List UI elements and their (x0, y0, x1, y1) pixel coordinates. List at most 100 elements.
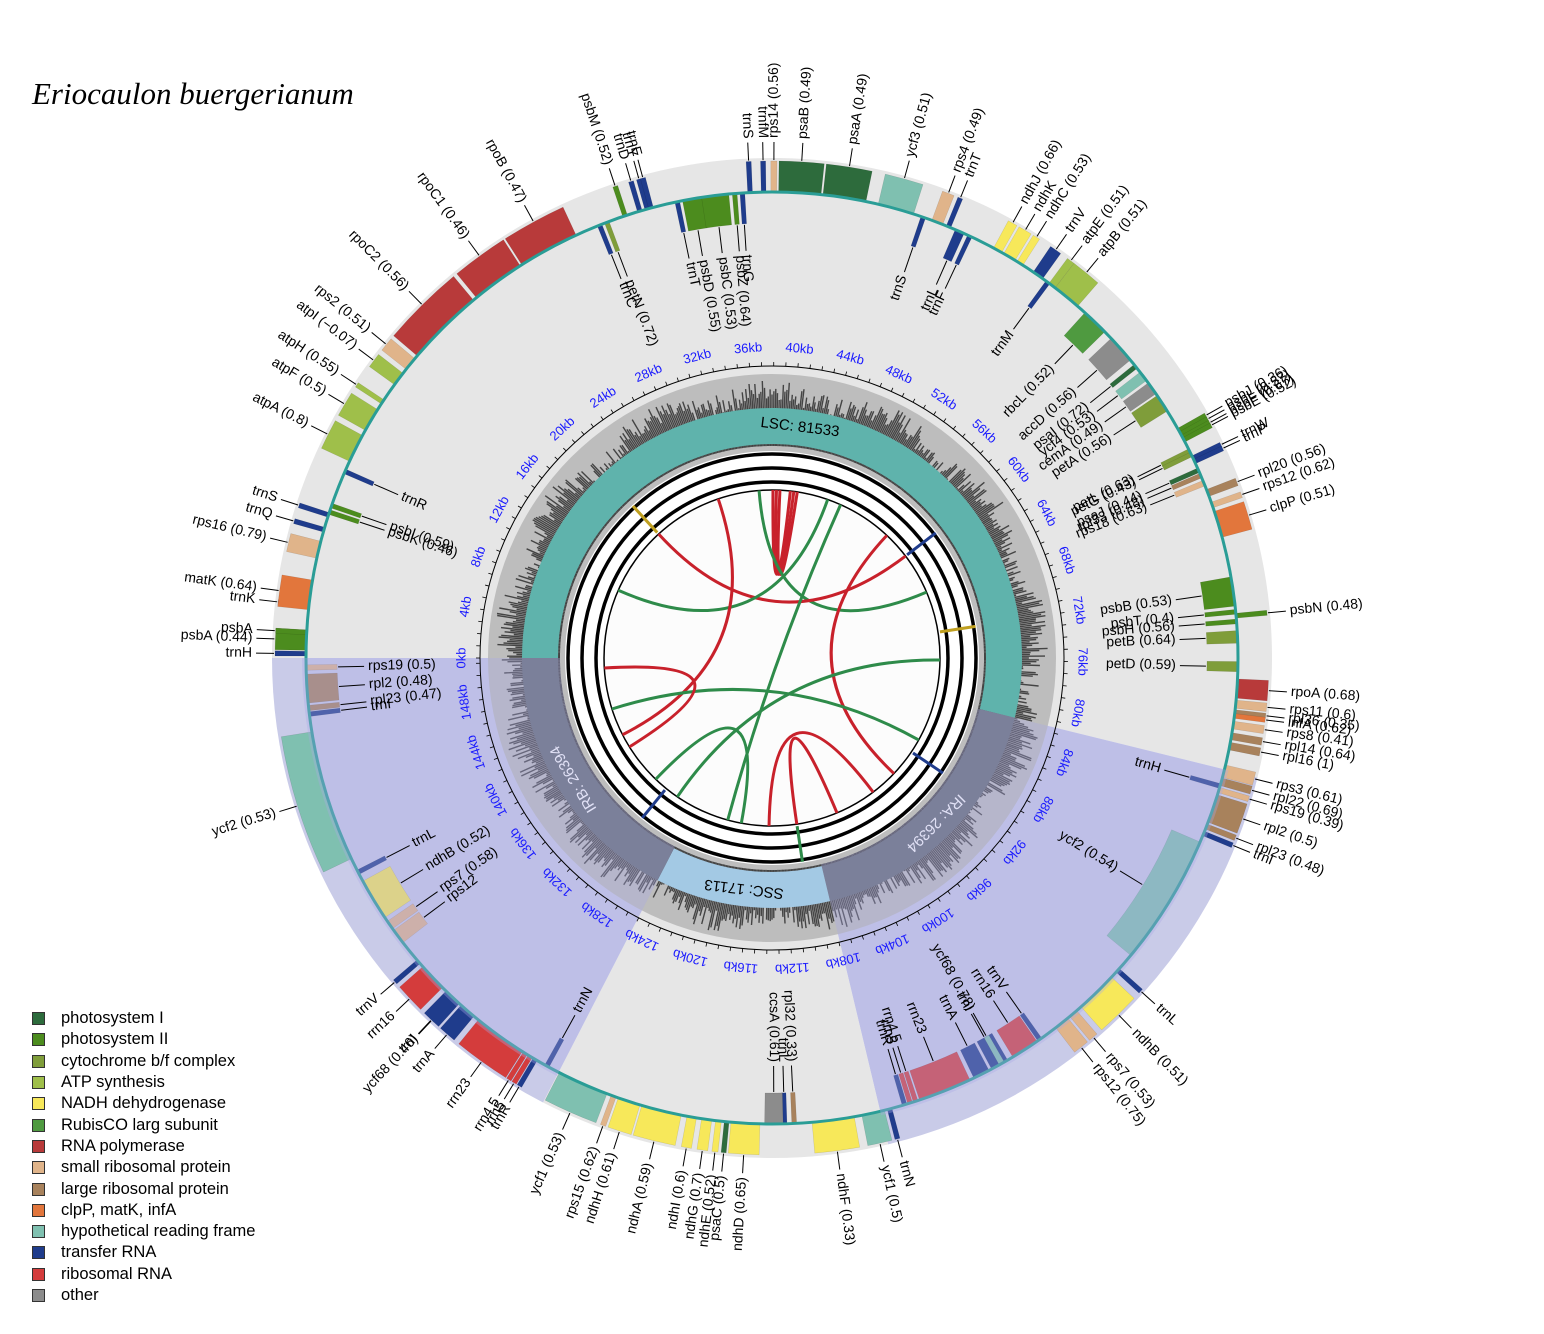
gene-block[interactable] (1205, 630, 1238, 645)
legend-item: NADH dehydrogenase (32, 1093, 255, 1114)
gene-block[interactable] (274, 650, 306, 657)
gene-leader (610, 254, 622, 280)
gene-leader (682, 1148, 687, 1167)
minor-tick (833, 368, 836, 373)
gene-leader (1242, 488, 1260, 495)
gene-block[interactable] (778, 160, 825, 194)
gene-label: trnI (1251, 845, 1276, 867)
minor-tick (975, 867, 979, 871)
gene-leader (1266, 715, 1285, 719)
minor-tick (665, 381, 668, 386)
region-ring: LSC: 81533IRA: 26394SSC: 17113IRB: 26394 (302, 408, 1229, 1116)
gene-leader (1081, 1047, 1094, 1063)
legend-swatch (32, 1118, 45, 1132)
legend-label: hypothetical reading frame (61, 1222, 256, 1241)
genome-backbone (304, 190, 1240, 1126)
gene-leader (801, 142, 804, 161)
gene-leader (328, 393, 345, 404)
legend-item: transfer RNA (32, 1242, 255, 1263)
minor-tick (486, 734, 491, 737)
minor-tick (1006, 830, 1011, 834)
gene-leader (1236, 837, 1254, 846)
gene-leader (633, 160, 640, 179)
gene-label: rpl32 (0.33) (781, 990, 800, 1062)
gene-leader (260, 587, 279, 592)
gene-label: rpoC1 (0.46) (414, 168, 473, 241)
gene-block[interactable] (1200, 576, 1235, 610)
repeat-mark (641, 789, 667, 819)
minor-tick (511, 516, 516, 519)
kb-tick-label: 36kb (733, 339, 762, 356)
gene-leader (1177, 614, 1204, 619)
gene-label: trnL (1153, 1000, 1182, 1028)
minor-tick (485, 584, 490, 587)
minor-tick (600, 416, 604, 420)
minor-tick (700, 370, 703, 375)
gene-leader (1089, 386, 1111, 404)
gene-block[interactable] (1236, 678, 1269, 702)
minor-tick (879, 382, 882, 387)
gene-label: psbA (0.44) (181, 626, 253, 645)
gene-leader (1055, 234, 1067, 250)
gene-label: psbN (0.48) (1289, 595, 1363, 618)
minor-tick (527, 822, 532, 826)
gene-leader (338, 684, 365, 688)
gene-block[interactable] (764, 1092, 784, 1124)
repeat-link (726, 504, 842, 821)
gene-block[interactable] (277, 574, 312, 610)
gene-block[interactable] (770, 160, 778, 192)
gene-block[interactable] (760, 160, 767, 192)
gene-leader (1077, 369, 1098, 388)
gene-label: ccsA (0.61) (767, 992, 783, 1062)
gene-block[interactable] (727, 1122, 761, 1156)
kb-tick-label: 76kb (1075, 647, 1090, 675)
gene-block[interactable] (701, 194, 732, 229)
legend-swatch (32, 1203, 45, 1217)
minor-tick (631, 396, 635, 401)
gene-leader (358, 348, 374, 361)
gene-leader (897, 1139, 903, 1158)
minor-tick (957, 883, 961, 887)
minor-tick (625, 911, 629, 916)
gene-leader (613, 1131, 620, 1150)
legend-label: clpP, matK, infA (61, 1200, 177, 1219)
gene-leader (1210, 413, 1227, 423)
legend-item: cytochrome b/f complex (32, 1051, 255, 1072)
legend-item: photosystem I (32, 1008, 255, 1029)
gene-leader (742, 1155, 745, 1174)
gene-label: ndhF (0.33) (834, 1172, 859, 1246)
gene-leader (1070, 245, 1083, 261)
gene-leader (944, 264, 957, 289)
gene-label: rpoA (0.68) (1290, 683, 1360, 704)
gene-leader (1104, 406, 1127, 423)
minor-tick (647, 922, 650, 927)
minor-tick (658, 927, 662, 932)
minor-tick (498, 769, 503, 772)
gene-label: trnL (776, 1037, 793, 1062)
gene-leader (972, 1012, 987, 1036)
gene-leader (960, 180, 968, 198)
kb-tick-label: 40kb (785, 339, 814, 356)
repeat-mark (631, 504, 659, 534)
gene-leader (256, 629, 275, 632)
species-title: Eriocaulon buergerianum (32, 76, 354, 111)
gene-track (274, 160, 1269, 1156)
minor-tick (906, 916, 910, 921)
gene-leader (1249, 798, 1268, 805)
gene-leader (259, 599, 278, 603)
gene-label: trnR (873, 1017, 896, 1047)
repeat-link (776, 490, 799, 577)
kb-tick-label: 8kb (467, 544, 488, 569)
gene-leader (562, 1112, 571, 1130)
gene-block[interactable] (1206, 661, 1238, 673)
gene-label: rps19 (0.5) (368, 656, 436, 673)
minor-tick (517, 505, 522, 509)
gene-leader (1243, 818, 1261, 826)
minor-tick (1049, 564, 1054, 567)
gene-leader (1119, 870, 1143, 885)
gene-label: psaA (0.49) (844, 72, 871, 145)
legend-label: RubisCO larg subunit (61, 1115, 218, 1134)
minor-tick (482, 596, 487, 599)
gene-label: trnN (897, 1159, 919, 1189)
gene-leader (836, 1151, 841, 1170)
